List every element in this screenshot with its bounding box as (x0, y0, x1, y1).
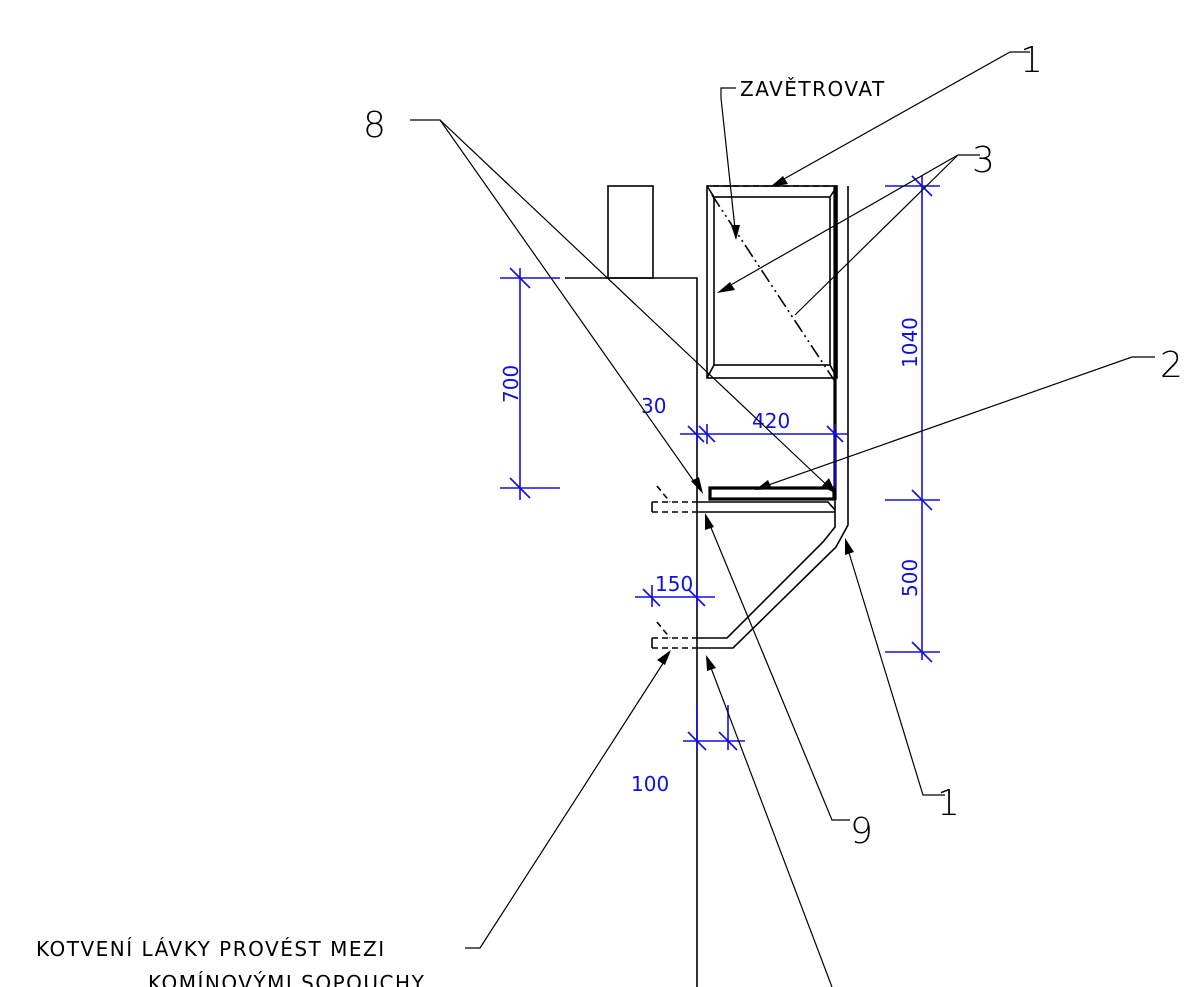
dimension-100-label: 100 (631, 772, 669, 796)
label-1-bottom: 1 (937, 783, 960, 824)
roof-and-wall (565, 277, 698, 987)
dimension-150: 150 (635, 572, 715, 607)
leader-zavetrovat: ZAVĚTROVAT (720, 77, 886, 240)
anchor-note-line1: KOTVENÍ LÁVKY PROVÉST MEZI (36, 937, 386, 961)
leader-1-top: 1 (770, 40, 1043, 187)
dimension-1040-label: 1040 (898, 317, 922, 368)
leader-8: 8 (363, 105, 836, 494)
label-3: 3 (972, 140, 995, 181)
anchor-lower (651, 621, 697, 649)
railing-frame (706, 185, 838, 381)
dimension-700-label: 700 (499, 365, 523, 403)
dimension-30-420: 30 420 (641, 394, 848, 488)
label-zavetrovat: ZAVĚTROVAT (740, 77, 886, 101)
leader-anchor-note: KOTVENÍ LÁVKY PROVÉST MEZI KOMÍNOVÝMI SO… (36, 650, 833, 987)
dimension-150-label: 150 (655, 572, 693, 596)
leader-2: 2 (755, 345, 1183, 490)
leader-1-bottom: 1 (845, 538, 960, 824)
walkway-plank (697, 486, 836, 513)
label-8: 8 (363, 105, 386, 146)
anchor-upper (651, 485, 697, 513)
dimension-420-label: 420 (752, 409, 790, 433)
dimension-1040-500: 1040 500 (885, 175, 940, 663)
dimension-500-label: 500 (898, 559, 922, 597)
label-9: 9 (850, 811, 873, 852)
dimension-30-label: 30 (641, 394, 666, 418)
chimney-stack (607, 185, 654, 279)
anchor-note-line2: KOMÍNOVÝMI SOPOUCHY (148, 971, 425, 987)
dimension-100: 100 (631, 705, 745, 796)
dimension-700: 700 (499, 267, 560, 500)
label-2: 2 (1160, 345, 1183, 386)
label-1-top: 1 (1020, 40, 1043, 81)
leader-3: 3 (717, 140, 995, 316)
leader-9: 9 (705, 513, 873, 852)
